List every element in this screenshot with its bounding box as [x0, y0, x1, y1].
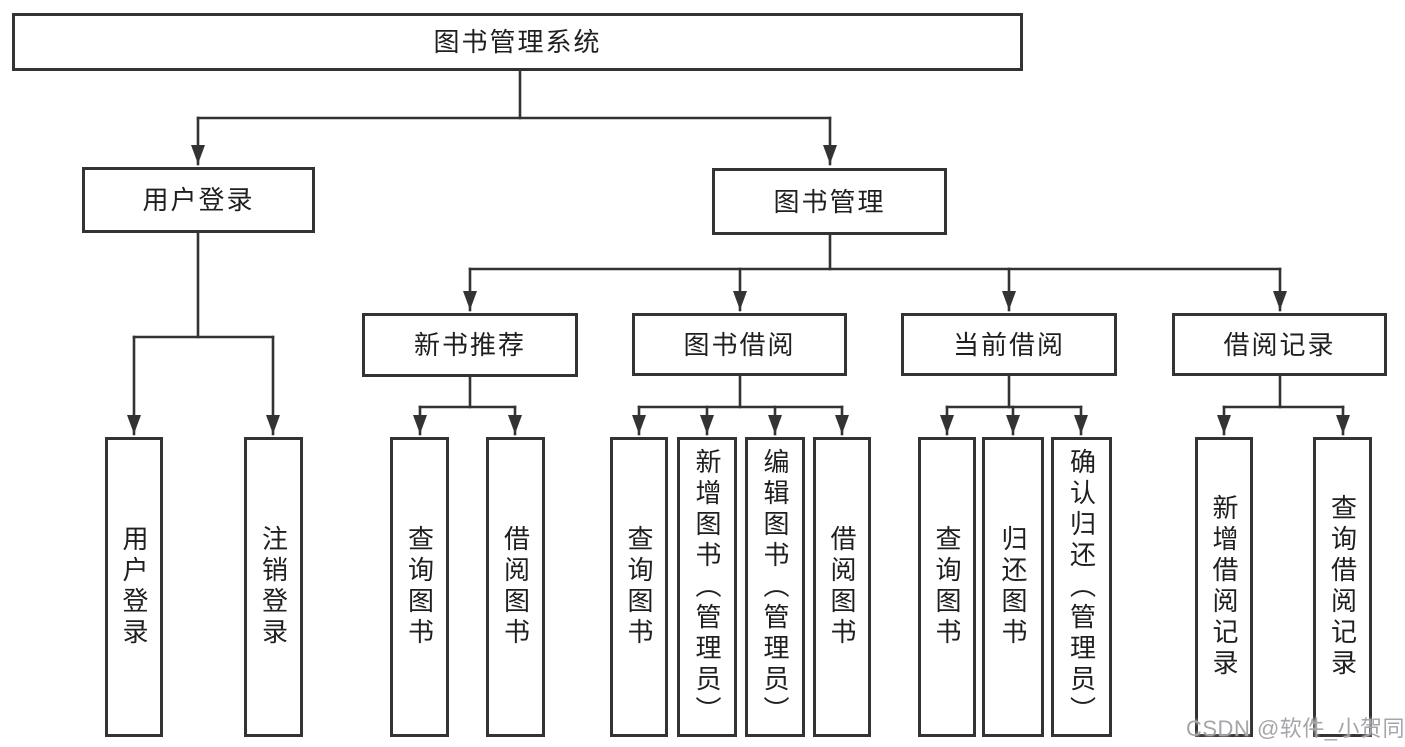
node-new-book-recommend: 新书推荐: [362, 313, 578, 377]
connector-new-book-split: [413, 375, 522, 436]
node-user-login-label: 用户登录: [142, 185, 255, 215]
leaf-logout-label: 注销登录: [258, 525, 289, 649]
node-borrow-record-label: 借阅记录: [1223, 329, 1336, 360]
leaf-add-borrow-record-label: 新增借阅记录: [1209, 494, 1239, 680]
connector-root-split: [191, 69, 837, 166]
node-user-login: 用户登录: [82, 167, 315, 233]
connector-borrow-record-split: [1217, 374, 1350, 436]
leaf-add-book-admin-label: 新增图书（管理员）: [692, 447, 722, 727]
node-current-borrow: 当前借阅: [901, 313, 1117, 376]
connector-user-login-split: [127, 231, 280, 436]
node-book-borrow-label: 图书借阅: [683, 329, 796, 360]
leaf-borrow-book-1: 借阅图书: [486, 437, 545, 737]
leaf-query-book-1: 查询图书: [390, 437, 449, 737]
leaf-user-login: 用户登录: [105, 437, 163, 737]
node-borrow-record: 借阅记录: [1172, 313, 1387, 376]
leaf-return-book: 归还图书: [982, 437, 1044, 737]
leaf-confirm-return-admin-label: 确认归还（管理员）: [1066, 447, 1097, 727]
leaf-return-book-label: 归还图书: [998, 525, 1028, 649]
leaf-borrow-book-2: 借阅图书: [813, 437, 871, 737]
leaf-user-login-label: 用户登录: [119, 525, 149, 649]
leaf-query-book-2-label: 查询图书: [624, 525, 654, 649]
node-library-system-label: 图书管理系统: [433, 27, 602, 57]
node-current-borrow-label: 当前借阅: [952, 329, 1065, 360]
leaf-confirm-return-admin: 确认归还（管理员）: [1051, 437, 1112, 737]
node-library-system: 图书管理系统: [12, 13, 1023, 71]
leaf-borrow-book-2-label: 借阅图书: [827, 525, 857, 649]
connector-book-management-split: [463, 233, 1287, 312]
leaf-query-book-3: 查询图书: [918, 437, 976, 737]
leaf-borrow-book-1-label: 借阅图书: [500, 525, 531, 649]
node-new-book-recommend-label: 新书推荐: [413, 330, 526, 360]
leaf-add-borrow-record: 新增借阅记录: [1195, 437, 1253, 737]
leaf-query-book-1-label: 查询图书: [404, 525, 435, 649]
connector-book-borrow-split: [632, 374, 849, 436]
leaf-add-book-admin: 新增图书（管理员）: [677, 437, 737, 737]
csdn-watermark: CSDN @软件_小贺同学: [1186, 716, 1405, 741]
leaf-query-borrow-record-label: 查询借阅记录: [1327, 494, 1358, 680]
node-book-management-label: 图书管理: [773, 186, 886, 217]
node-book-borrow: 图书借阅: [632, 313, 847, 376]
leaf-edit-book-admin: 编辑图书（管理员）: [745, 437, 805, 737]
connector-current-borrow-split: [940, 374, 1088, 436]
leaf-edit-book-admin-label: 编辑图书（管理员）: [760, 447, 790, 727]
leaf-logout: 注销登录: [244, 437, 303, 737]
node-book-management: 图书管理: [712, 168, 947, 235]
leaf-query-borrow-record: 查询借阅记录: [1313, 437, 1372, 737]
leaf-query-book-2: 查询图书: [610, 437, 668, 737]
leaf-query-book-3-label: 查询图书: [932, 525, 962, 649]
